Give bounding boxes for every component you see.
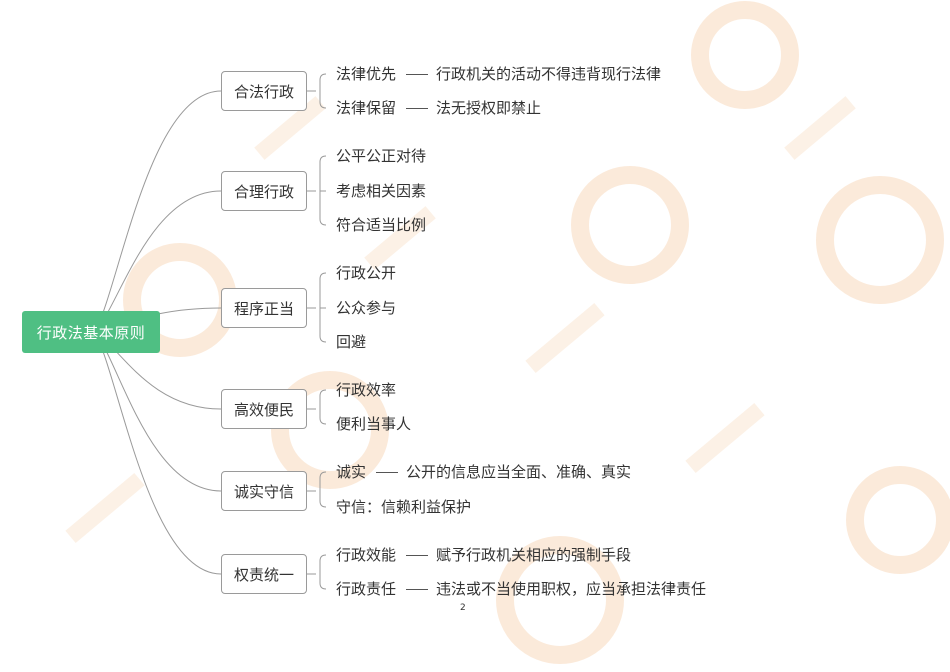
branch-label: 合理行政 xyxy=(233,182,294,201)
root-to-branch-connector xyxy=(94,331,222,575)
dash-divider xyxy=(406,555,429,556)
root-node: 行政法基本原则 xyxy=(22,311,160,353)
branch-node-good-faith: 诚实守信 xyxy=(221,471,307,511)
branch-label: 高效便民 xyxy=(233,400,294,419)
leaf-term: 符合适当比例 xyxy=(336,216,427,234)
branch-node-efficiency: 高效便民 xyxy=(221,389,307,429)
leaf-item: 公众参与 xyxy=(336,297,396,319)
leaf-term: 行政效率 xyxy=(336,381,397,399)
leaf-bracket xyxy=(319,73,327,109)
leaf-item: 诚实 公开的信息应当全面、准确、真实 xyxy=(336,461,631,483)
root-label: 行政法基本原则 xyxy=(36,323,146,342)
leaf-item: 回避 xyxy=(336,331,366,353)
branch-node-due-process: 程序正当 xyxy=(221,288,307,328)
leaf-item: 符合适当比例 xyxy=(336,214,426,236)
leaf-item: 公平公正对待 xyxy=(336,145,426,167)
leaf-item: 行政公开 xyxy=(336,262,396,284)
dash-divider xyxy=(406,589,429,590)
branch-node-legal-administration: 合法行政 xyxy=(221,71,307,111)
leaf-bracket xyxy=(319,471,327,508)
branch-label: 权责统一 xyxy=(233,565,294,584)
leaf-detail: 行政机关的活动不得违背现行法律 xyxy=(436,65,662,83)
leaf-item: 考虑相关因素 xyxy=(336,180,426,202)
leaf-detail: 公开的信息应当全面、准确、真实 xyxy=(406,463,632,481)
leaf-item: 守信：信赖利益保护 xyxy=(336,496,471,518)
branch-label: 程序正当 xyxy=(233,299,294,318)
leaf-term: 法律保留 xyxy=(336,99,397,117)
leaf-term: 诚实 xyxy=(336,463,367,481)
leaf-item: 行政责任 违法或不当使用职权，应当承担法律责任 xyxy=(336,578,706,600)
dash-divider xyxy=(406,108,429,109)
leaf-detail: 赋予行政机关相应的强制手段 xyxy=(436,546,632,564)
root-to-branch-connector xyxy=(94,90,222,333)
leaf-term: 行政公开 xyxy=(336,264,397,282)
branch-label: 诚实守信 xyxy=(233,482,294,501)
leaf-item: 法律优先 行政机关的活动不得违背现行法律 xyxy=(336,63,661,85)
leaf-item: 行政效能 赋予行政机关相应的强制手段 xyxy=(336,544,631,566)
branch-node-unity-of-power-and-responsibility: 权责统一 xyxy=(221,554,307,594)
leaf-item: 便利当事人 xyxy=(336,413,411,435)
leaf-bracket xyxy=(319,389,327,425)
leaf-item: 行政效率 xyxy=(336,379,396,401)
page-number: 2 xyxy=(460,603,466,613)
branch-node-reasonable-administration: 合理行政 xyxy=(221,171,307,211)
branch-label: 合法行政 xyxy=(233,82,294,101)
leaf-item: 法律保留 法无授权即禁止 xyxy=(336,97,541,119)
leaf-term: 便利当事人 xyxy=(336,415,412,433)
leaf-detail: 法无授权即禁止 xyxy=(436,99,542,117)
leaf-term: 行政效能 xyxy=(336,546,397,564)
dash-divider xyxy=(376,472,399,473)
leaf-term: 考虑相关因素 xyxy=(336,182,427,200)
leaf-term: 守信：信赖利益保护 xyxy=(336,498,472,516)
leaf-term: 行政责任 xyxy=(336,580,397,598)
leaf-term: 公众参与 xyxy=(336,299,397,317)
leaf-bracket xyxy=(319,554,327,590)
leaf-term: 回避 xyxy=(336,333,367,351)
leaf-term: 法律优先 xyxy=(336,65,397,83)
dash-divider xyxy=(406,74,429,75)
leaf-detail: 违法或不当使用职权，应当承担法律责任 xyxy=(436,580,707,598)
root-to-branch-connector xyxy=(94,331,222,492)
leaf-term: 公平公正对待 xyxy=(336,147,427,165)
